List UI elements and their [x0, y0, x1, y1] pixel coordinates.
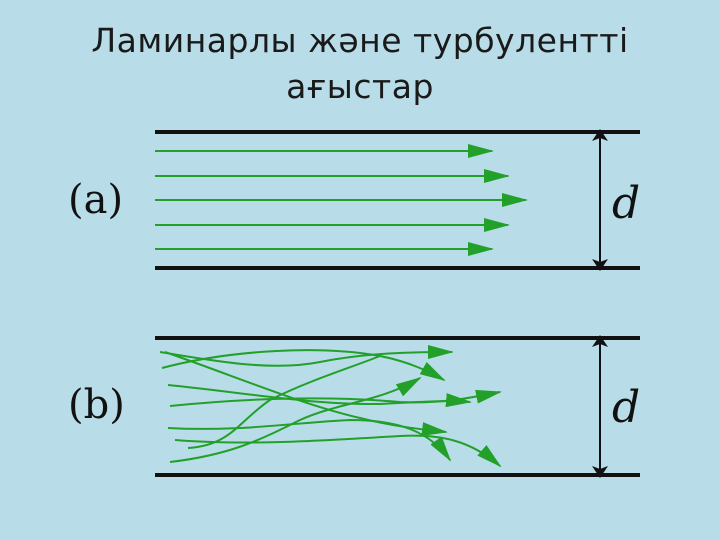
turbulent-streamline	[164, 351, 448, 436]
panel-b-turbulent: (b) d	[68, 335, 640, 478]
title-line-2: ағыстар	[286, 67, 434, 106]
turbulent-streamline	[169, 376, 422, 463]
slide-title: Ламинарлы және турбулентті ағыстар	[0, 18, 720, 110]
panel-a-laminar: (a) d	[68, 129, 640, 271]
panel-b-dimension-label: d	[612, 382, 640, 433]
panel-a-dimension-label: d	[612, 178, 640, 229]
turbulent-streamline	[169, 389, 502, 407]
turbulent-streamline	[187, 355, 381, 449]
panel-a-label: (a)	[68, 177, 123, 223]
title-line-1: Ламинарлы және турбулентті	[91, 21, 629, 60]
turbulent-streamline	[167, 384, 472, 408]
turbulent-streamline	[161, 349, 446, 381]
panel-b-label: (b)	[68, 382, 125, 428]
turbulent-streamline	[174, 434, 502, 468]
